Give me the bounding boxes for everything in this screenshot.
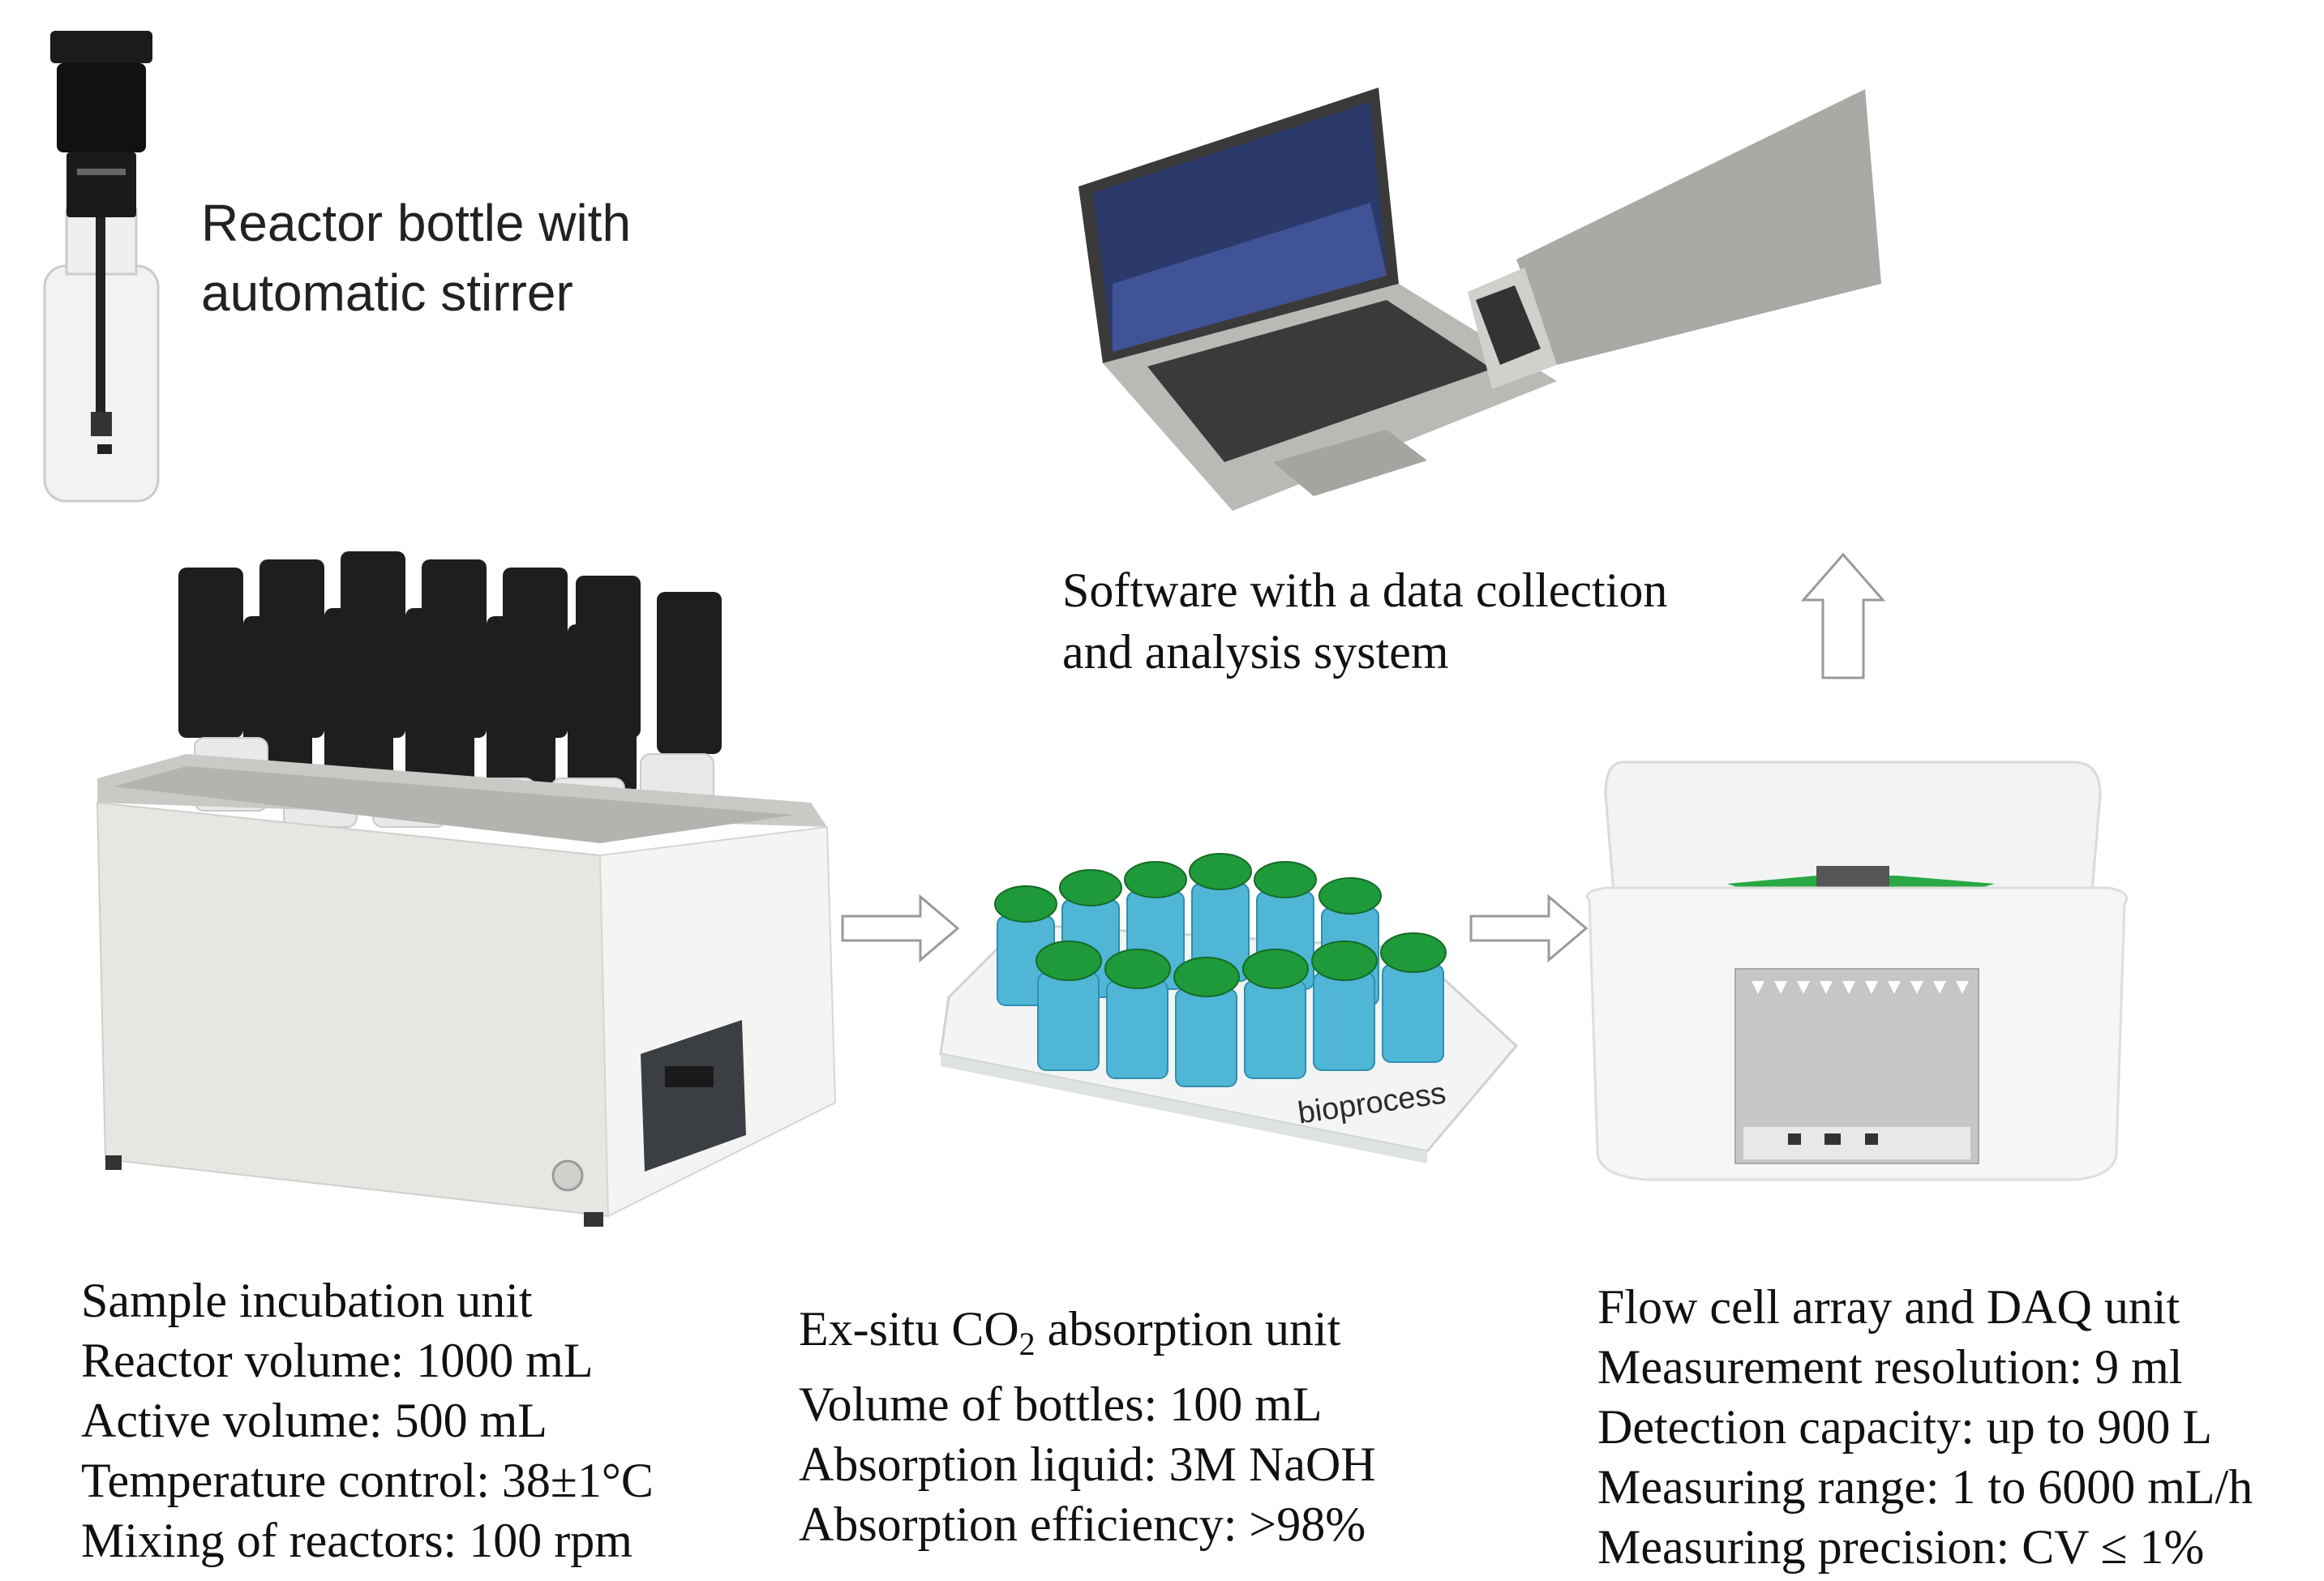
incubation-line-3: Active volume: 500 mL xyxy=(81,1394,547,1447)
flowcell-caption: Flow cell array and DAQ unit Measurement… xyxy=(1597,1277,2253,1577)
absorption-line-2: Volume of bottles: 100 mL xyxy=(799,1377,1323,1431)
incubation-line-4: Temperature control: 38±1°C xyxy=(81,1454,654,1507)
absorption-title-prefix: Ex-situ CO xyxy=(799,1302,1019,1356)
absorption-title-suffix: absorption unit xyxy=(1035,1302,1341,1356)
incubation-unit-image xyxy=(96,551,837,1227)
software-label-line-2: and analysis system xyxy=(1062,625,1449,679)
software-label: Software with a data collection and anal… xyxy=(1062,559,1667,683)
arrow-absorption-to-flowcell xyxy=(1469,893,1589,963)
reactor-bottle-label-line-1: Reactor bottle with xyxy=(201,194,632,252)
flowcell-line-3: Detection capacity: up to 900 L xyxy=(1597,1400,2213,1454)
flowcell-line-1: Flow cell array and DAQ unit xyxy=(1597,1280,2180,1334)
absorption-line-3: Absorption liquid: 3M NaOH xyxy=(799,1437,1376,1491)
absorption-title-subscript: 2 xyxy=(1018,1326,1036,1362)
reactor-bottle-image xyxy=(43,31,160,503)
absorption-unit-image xyxy=(939,853,1519,1163)
incubation-caption: Sample incubation unit Reactor volume: 1… xyxy=(81,1270,654,1570)
up-arrow xyxy=(1800,552,1886,679)
laptop-image xyxy=(1078,88,1881,511)
incubation-line-2: Reactor volume: 1000 mL xyxy=(81,1334,594,1387)
incubation-line-1: Sample incubation unit xyxy=(81,1274,533,1327)
reactor-bottle-label-line-2: automatic stirrer xyxy=(201,264,573,322)
reactor-bottle-label: Reactor bottle with automatic stirrer xyxy=(201,188,631,328)
absorption-line-4: Absorption efficiency: >98% xyxy=(799,1497,1366,1551)
flowcell-line-5: Measuring precision: CV ≤ 1% xyxy=(1597,1520,2205,1574)
software-label-line-1: Software with a data collection xyxy=(1062,563,1668,617)
absorption-title: Ex-situ CO2 absorption unit xyxy=(799,1299,1376,1374)
flowcell-line-4: Measuring range: 1 to 6000 mL/h xyxy=(1597,1460,2253,1514)
incubation-line-5: Mixing of reactors: 100 rpm xyxy=(81,1514,632,1567)
absorption-caption: Ex-situ CO2 absorption unit Volume of bo… xyxy=(799,1299,1376,1554)
flowcell-unit-image xyxy=(1586,761,2128,1181)
arrow-incubation-to-absorption xyxy=(841,893,960,963)
flowcell-line-2: Measurement resolution: 9 ml xyxy=(1597,1340,2183,1394)
